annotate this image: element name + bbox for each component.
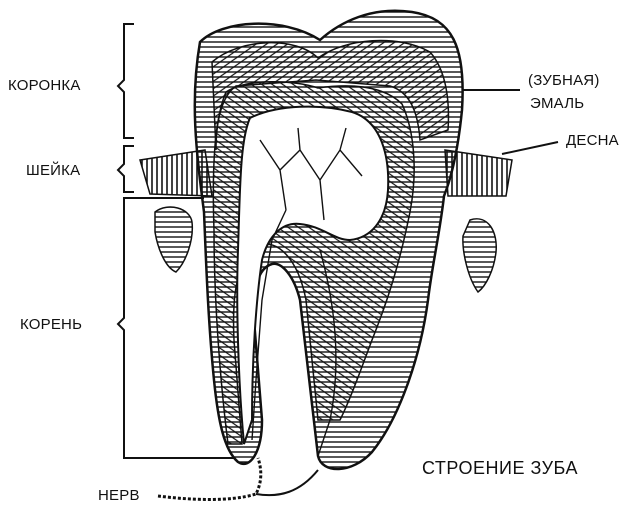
label-neck: ШЕЙКА — [26, 162, 80, 179]
label-crown: КОРОНКА — [8, 77, 81, 94]
bone-socket-left — [155, 207, 192, 272]
crown-bracket — [118, 24, 134, 138]
gum-leader — [502, 142, 558, 154]
label-gum: ДЕСНА — [566, 132, 619, 149]
diagram-caption: СТРОЕНИЕ ЗУБА — [422, 458, 578, 479]
nerve-fiber — [158, 458, 318, 500]
bone-socket-right — [463, 219, 496, 292]
label-enamel-line1: (ЗУБНАЯ) — [528, 72, 600, 89]
label-enamel-line2: ЭМАЛЬ — [530, 95, 584, 112]
label-root: КОРЕНЬ — [20, 316, 82, 333]
label-nerve: НЕРВ — [98, 487, 140, 504]
neck-bracket — [118, 146, 134, 192]
